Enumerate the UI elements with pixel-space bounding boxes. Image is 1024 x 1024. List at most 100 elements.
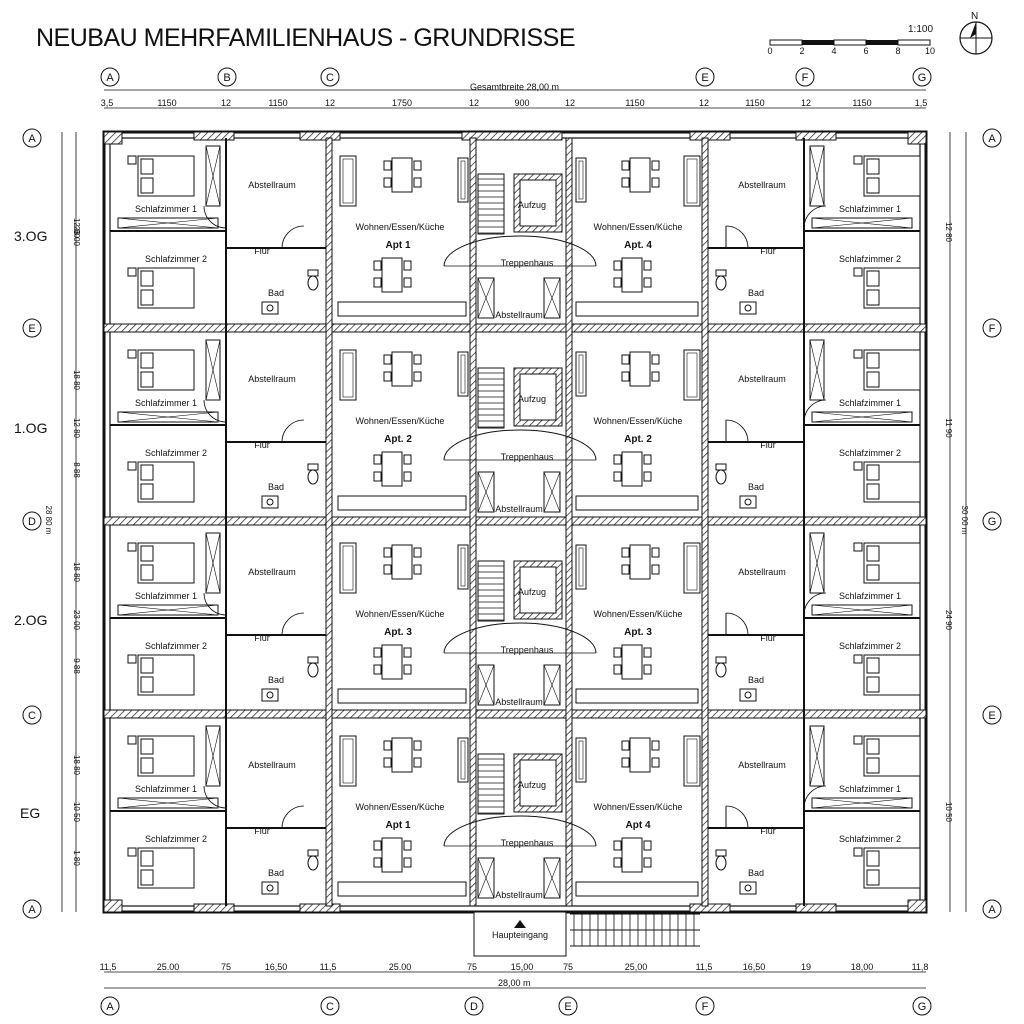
apartment-label: Apt. 2 xyxy=(384,434,412,445)
wardrobe-icon xyxy=(811,797,913,809)
right-dimension-value: 12 80 xyxy=(944,222,953,243)
main-entrance: Haupteingang xyxy=(473,911,700,957)
left-dimension-value: 18 80 xyxy=(72,755,81,776)
grid-axis-label: G xyxy=(918,1001,927,1013)
wardrobe-icon xyxy=(205,532,221,594)
room-label-storage-core: Abstellraum xyxy=(495,697,543,707)
staircase xyxy=(477,560,505,622)
room-label-living: Wohnen/Essen/Küche xyxy=(356,802,445,812)
room-label-bedroom-1: Schlafzimmer 1 xyxy=(135,398,197,408)
scale-tick-label: 6 xyxy=(863,46,868,56)
top-dimension-value: 1150 xyxy=(157,98,176,108)
wardrobe-icon xyxy=(477,471,495,513)
bed-icon xyxy=(853,267,921,309)
room-label-bath-right: Bad xyxy=(748,868,764,878)
dining-table-icon xyxy=(621,157,660,193)
dining-table-icon xyxy=(373,257,412,293)
bed-icon xyxy=(127,735,195,777)
dining-table-icon xyxy=(613,837,652,873)
grid-axis-bubble: F xyxy=(982,318,1002,338)
dining-table-icon xyxy=(383,737,422,773)
top-dimension-value: 12 xyxy=(801,98,811,108)
room-label-storage: Abstellraum xyxy=(248,374,296,384)
right-dimension-value: 24 90 xyxy=(944,610,953,631)
grid-axis-bubble: A xyxy=(982,128,1002,148)
room-label-living-right: Wohnen/Essen/Küche xyxy=(594,222,683,232)
room-label-living: Wohnen/Essen/Küche xyxy=(356,609,445,619)
apartment-label: Apt 4 xyxy=(626,820,651,831)
grid-axis-bubble: E xyxy=(695,67,715,87)
room-label-storage: Abstellraum xyxy=(248,180,296,190)
top-dimension-value: 1150 xyxy=(745,98,764,108)
room-label-bath: Bad xyxy=(268,288,284,298)
room-label-bedroom-2: Schlafzimmer 2 xyxy=(145,641,207,651)
room-label-bath-right: Bad xyxy=(748,675,764,685)
bottom-dimension-value: 18,00 xyxy=(851,962,874,972)
door-swing xyxy=(203,592,227,616)
grid-axis-label: E xyxy=(564,1001,571,1013)
sofa-icon xyxy=(457,157,469,203)
dining-table-icon xyxy=(613,644,652,680)
top-dimension-value: 12 xyxy=(221,98,231,108)
grid-axis-label: A xyxy=(28,133,36,145)
grid-axis-bubble: D xyxy=(22,511,42,531)
room-label-hallway: Flur xyxy=(254,440,270,450)
bed-icon xyxy=(127,847,195,889)
bottom-dimension-value: 15,00 xyxy=(511,962,534,972)
bottom-dimension-value: 75 xyxy=(563,962,573,972)
top-dimension-value: 1,5 xyxy=(915,98,928,108)
north-arrow-icon: N xyxy=(959,11,993,55)
total-width-top: Gesamtbreite 28,00 m xyxy=(470,82,559,92)
floor-labels: 3.OG 1.OG 2.OG EG xyxy=(14,228,47,821)
sofa-icon xyxy=(683,542,701,594)
bed-icon xyxy=(853,735,921,777)
room-label-storage-core: Abstellraum xyxy=(495,310,543,320)
toilet-icon xyxy=(307,269,319,291)
sink-icon xyxy=(739,301,757,315)
room-label-bedroom-1-right: Schlafzimmer 1 xyxy=(839,204,901,214)
grid-axis-bubble: G xyxy=(912,996,932,1016)
grid-axis-label: C xyxy=(28,710,36,722)
bed-icon xyxy=(853,654,921,696)
room-label-hallway-right: Flur xyxy=(760,246,776,256)
dining-table-icon xyxy=(373,644,412,680)
grid-axis-label: A xyxy=(106,72,114,84)
room-label-storage-right: Abstellraum xyxy=(738,760,786,770)
grid-axis-bubble: C xyxy=(22,705,42,725)
room-label-storage-right: Abstellraum xyxy=(738,374,786,384)
apartment-label: Apt. 4 xyxy=(624,240,652,251)
apartment-label: Apt. 3 xyxy=(624,627,652,638)
entrance-steps xyxy=(570,913,700,947)
door-swing xyxy=(203,205,227,229)
apartment-label: Apt. 3 xyxy=(384,627,412,638)
wardrobe-icon xyxy=(205,339,221,401)
toilet-icon xyxy=(715,656,727,678)
left-dimension-value: 23 00 xyxy=(72,226,81,247)
room-label-elevator: Aufzug xyxy=(518,587,546,597)
bottom-dimension-value: 19 xyxy=(801,962,811,972)
sofa-icon xyxy=(575,351,587,397)
room-label-living-right: Wohnen/Essen/Küche xyxy=(594,802,683,812)
grid-axis-label: B xyxy=(223,72,230,84)
grid-axis-label: G xyxy=(988,516,997,528)
left-dimension-value: 9 88 xyxy=(72,658,81,674)
room-label-storage: Abstellraum xyxy=(248,760,296,770)
wardrobe-icon xyxy=(205,145,221,207)
dining-table-icon xyxy=(373,837,412,873)
grid-axis-bubble: E xyxy=(22,318,42,338)
staircase xyxy=(477,173,505,235)
grid-axis-label: A xyxy=(106,1001,114,1013)
door-swing xyxy=(203,399,227,423)
room-label-hallway: Flur xyxy=(254,246,270,256)
left-dimension-value: 8 88 xyxy=(72,462,81,478)
sofa-icon xyxy=(339,735,357,787)
grid-axis-bubble: A xyxy=(982,899,1002,919)
grid-axis-bubble: G xyxy=(912,67,932,87)
page-title: NEUBAU MEHRFAMILIENHAUS - GRUNDRISSE xyxy=(36,24,576,52)
wardrobe-icon xyxy=(117,411,219,423)
left-dimension-value: 1 80 xyxy=(72,850,81,866)
room-label-bedroom-2: Schlafzimmer 2 xyxy=(145,834,207,844)
